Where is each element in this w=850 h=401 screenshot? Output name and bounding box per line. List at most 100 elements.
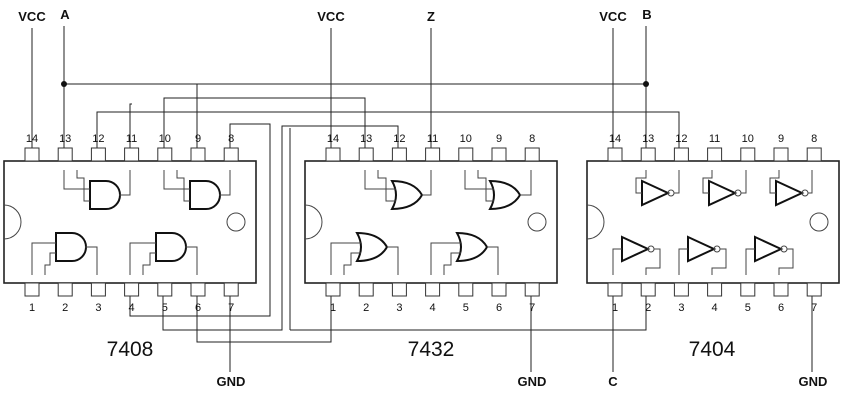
external-wires [31,26,813,372]
pin-lead [673,282,689,297]
pin-lead [640,147,656,162]
pin-number: 11 [126,133,137,145]
pin-number: 8 [228,133,234,145]
pin-lead [806,147,822,162]
pin-number: 1 [330,302,336,314]
pin-lead [24,147,40,162]
pin-lead [458,147,474,162]
pin-lead [740,147,756,162]
pin-lead [223,147,239,162]
pin-number: 11 [427,133,438,145]
pin-number: 7 [529,302,535,314]
pin-lead [607,282,623,297]
input-c-label: C [608,374,618,389]
pin-lead [190,147,206,162]
pin-lead [391,282,407,297]
pin-number: 5 [162,302,168,314]
pin-lead [806,282,822,297]
pin-number: 1 [612,302,618,314]
pin-number: 14 [26,133,38,145]
chip-notch [3,204,22,240]
gnd-label-7408: GND [217,374,246,389]
or-gate [464,170,532,211]
pin-number: 14 [609,133,621,145]
not-gate [678,235,727,275]
vcc-label-7432: VCC [317,9,345,24]
pin-number: 12 [675,133,687,145]
pin-lead [57,147,73,162]
pin-number: 10 [159,133,171,145]
pin-number: 2 [645,302,651,314]
pin-lead [157,282,173,297]
chip-label-7404: 7404 [689,338,736,361]
pin-number: 12 [393,133,405,145]
pin-lead [425,282,441,297]
pin-lead [223,282,239,297]
not-gate [702,170,747,207]
pin-lead [458,282,474,297]
or-gate [430,231,499,275]
pin-number: 12 [92,133,104,145]
pin-lead [358,282,374,297]
or-gates [330,170,532,275]
not-gate [745,235,794,275]
pin-number: 9 [496,133,502,145]
and-gate [31,232,98,275]
not-gate [635,170,680,207]
pin-lead [425,147,441,162]
pin-lead [707,147,723,162]
pin-number: 13 [59,133,71,145]
chip-7404 [586,160,840,284]
pin-number: 11 [709,133,720,145]
pin-lead [124,147,140,162]
pin-number: 3 [396,302,402,314]
pin-number: 3 [95,302,101,314]
chip-body [586,160,840,284]
pin-number: 6 [496,302,502,314]
pin-number: 14 [327,133,339,145]
pin-lead [491,282,507,297]
chip-label-7408: 7408 [107,338,154,361]
pin1-marker [527,212,547,232]
pin-number: 3 [678,302,684,314]
pin-lead [773,282,789,297]
pin-lead [524,147,540,162]
input-b-label: B [642,7,651,22]
pin-lead [391,147,407,162]
chip-labels: 7408 7432 7404 [107,338,736,361]
pin-number: 4 [430,302,436,314]
pin-lead [524,282,540,297]
input-a-label: A [60,7,70,22]
pin-lead [740,282,756,297]
and-gate [63,170,131,210]
chip-notch [304,204,323,240]
pin-lead [90,147,106,162]
not-gate [769,170,813,207]
pin-lead [190,282,206,297]
pin-number: 8 [811,133,817,145]
gnd-label-7432: GND [518,374,547,389]
pin-number: 2 [62,302,68,314]
pin-number: 9 [778,133,784,145]
pin-number: 10 [460,133,472,145]
pin-number: 5 [463,302,469,314]
pin-lead [124,282,140,297]
pin-lead [607,147,623,162]
pin-number: 7 [228,302,234,314]
chip-notch [586,204,605,240]
and-gate [129,232,198,275]
and-gate [163,170,231,210]
pin1-marker [809,212,829,232]
pin-lead [57,282,73,297]
pin-lead [157,147,173,162]
pin-number: 4 [129,302,135,314]
junction-dot-a [61,81,67,87]
pin-number: 1 [29,302,35,314]
pin-number: 9 [195,133,201,145]
pin-lead [325,147,341,162]
pin-lead [90,282,106,297]
pin-number: 8 [529,133,535,145]
pin-lead [707,282,723,297]
